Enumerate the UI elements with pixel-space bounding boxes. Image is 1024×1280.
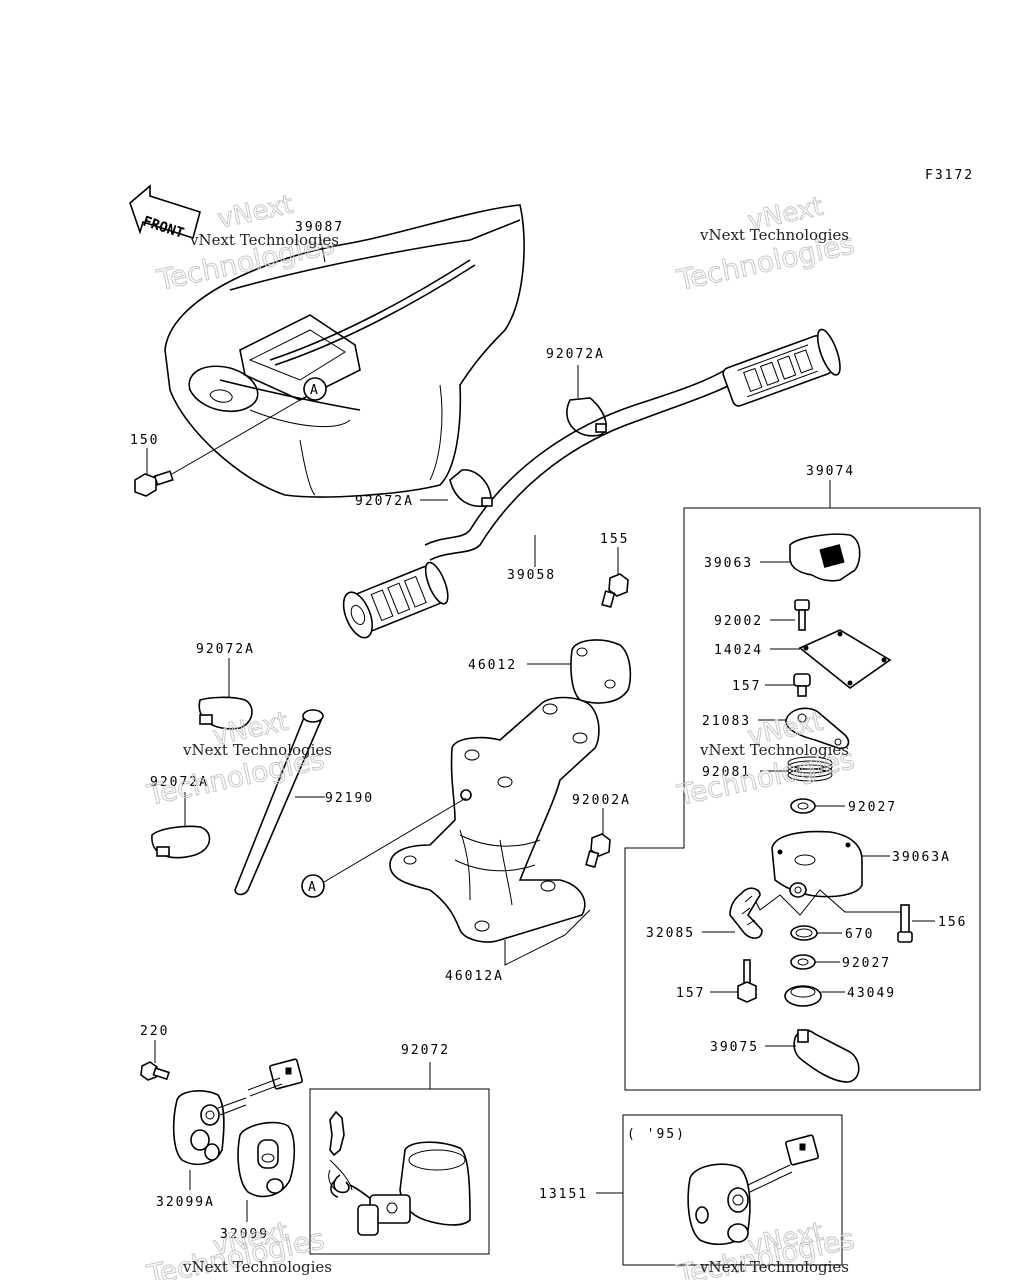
lever-21083-part <box>785 707 850 750</box>
group-39074-frame <box>624 507 981 1091</box>
label-92002a: 92002A <box>572 793 631 808</box>
label-21083: 21083 <box>702 714 751 729</box>
label-92072a-2: 92072A <box>355 494 414 509</box>
screw-157-lower-part <box>737 959 757 1003</box>
label-92072a-1: 92072A <box>546 347 605 362</box>
svg-text:vNext Technologies: vNext Technologies <box>182 1258 332 1276</box>
switch-13151-part <box>687 1134 819 1246</box>
figure-code: F3172 <box>925 168 974 183</box>
label-39074: 39074 <box>806 464 855 479</box>
label-157-1: 157 <box>732 679 761 694</box>
label-150: 150 <box>130 433 159 448</box>
label-92002: 92002 <box>714 614 763 629</box>
label-670: 670 <box>845 927 874 942</box>
ref-a-lower: A <box>308 880 318 895</box>
group-92072-frame <box>309 1088 490 1255</box>
front-arrow-icon: FRONT <box>129 184 201 242</box>
label-32099a: 32099A <box>156 1195 215 1210</box>
year-note: ( '95) <box>627 1127 686 1142</box>
switch-32099-part <box>237 1121 296 1198</box>
label-92027-1: 92027 <box>848 800 897 815</box>
svg-text:vNext Technologies: vNext Technologies <box>699 226 849 244</box>
strap-92072a-middle <box>449 469 493 507</box>
bolt-155-part <box>601 573 629 609</box>
reference-a-lower-icon <box>301 874 325 898</box>
label-157-2: 157 <box>676 986 705 1001</box>
case-39063a-part <box>771 830 863 898</box>
label-92027-2: 92027 <box>842 956 891 971</box>
svg-text:vNext Technologies: vNext Technologies <box>189 231 339 249</box>
reference-a-icon <box>303 377 327 401</box>
label-92190: 92190 <box>325 791 374 806</box>
oring-670-part <box>790 925 818 941</box>
label-156: 156 <box>938 915 967 930</box>
handlebar-part <box>342 328 841 639</box>
svg-text:vNext: vNext <box>215 190 296 235</box>
label-46012: 46012 <box>468 658 517 673</box>
label-43049: 43049 <box>847 986 896 1001</box>
screw-92002-part <box>794 599 810 631</box>
label-155: 155 <box>600 532 629 547</box>
group-13151-frame <box>622 1114 843 1266</box>
holder-46012-part <box>570 639 632 704</box>
lanyard-clip-part <box>328 1110 471 1236</box>
boot-43049-part <box>784 985 822 1007</box>
bolt-92002a-part <box>585 833 611 869</box>
label-46012a: 46012A <box>445 969 504 984</box>
strap-92072a-upper <box>566 397 607 437</box>
svg-text:vNext Technologies: vNext Technologies <box>699 1258 849 1276</box>
label-14024: 14024 <box>714 643 763 658</box>
label-92081: 92081 <box>702 765 751 780</box>
strap-92072a-left-upper <box>198 696 253 730</box>
label-92072a-3: 92072A <box>196 642 255 657</box>
label-92072: 92072 <box>401 1043 450 1058</box>
label-32085: 32085 <box>646 926 695 941</box>
label-39075: 39075 <box>710 1040 759 1055</box>
svg-text:vNext Technologies: vNext Technologies <box>182 741 332 759</box>
tube-92190-part <box>234 709 324 896</box>
label-32099: 32099 <box>220 1227 269 1242</box>
guide-32085-part <box>729 887 763 939</box>
bolt-150-part <box>134 399 301 497</box>
bolt-156-part <box>897 904 913 943</box>
watermark-top-right: vNext Technologies vNext Technologies <box>673 191 858 297</box>
lever-39075-part <box>793 1029 860 1083</box>
plate-14024-part <box>798 629 892 689</box>
watermark-bottom-left: vNext Technologies vNext Technologies <box>143 1216 332 1280</box>
connector-part <box>247 1058 303 1097</box>
cover-39063-part <box>789 533 861 582</box>
label-39063a: 39063A <box>892 850 951 865</box>
label-92072a-4: 92072A <box>150 775 209 790</box>
label-39087: 39087 <box>295 220 344 235</box>
label-39063: 39063 <box>704 556 753 571</box>
label-39058: 39058 <box>507 568 556 583</box>
washer-92027-upper-part <box>790 798 816 814</box>
screw-157-upper-part <box>793 673 811 697</box>
label-13151: 13151 <box>539 1187 588 1202</box>
svg-text:vNext Technologies: vNext Technologies <box>699 741 849 759</box>
engine-hood-part <box>164 204 525 498</box>
ref-a-upper: A <box>310 383 320 398</box>
bolt-220-part <box>140 1061 170 1081</box>
switch-32099a-part <box>172 1090 247 1166</box>
strap-92072a-left-lower <box>151 825 211 859</box>
steering-post-part <box>389 696 600 943</box>
washer-92027-lower-part <box>790 954 816 970</box>
label-220: 220 <box>140 1024 169 1039</box>
